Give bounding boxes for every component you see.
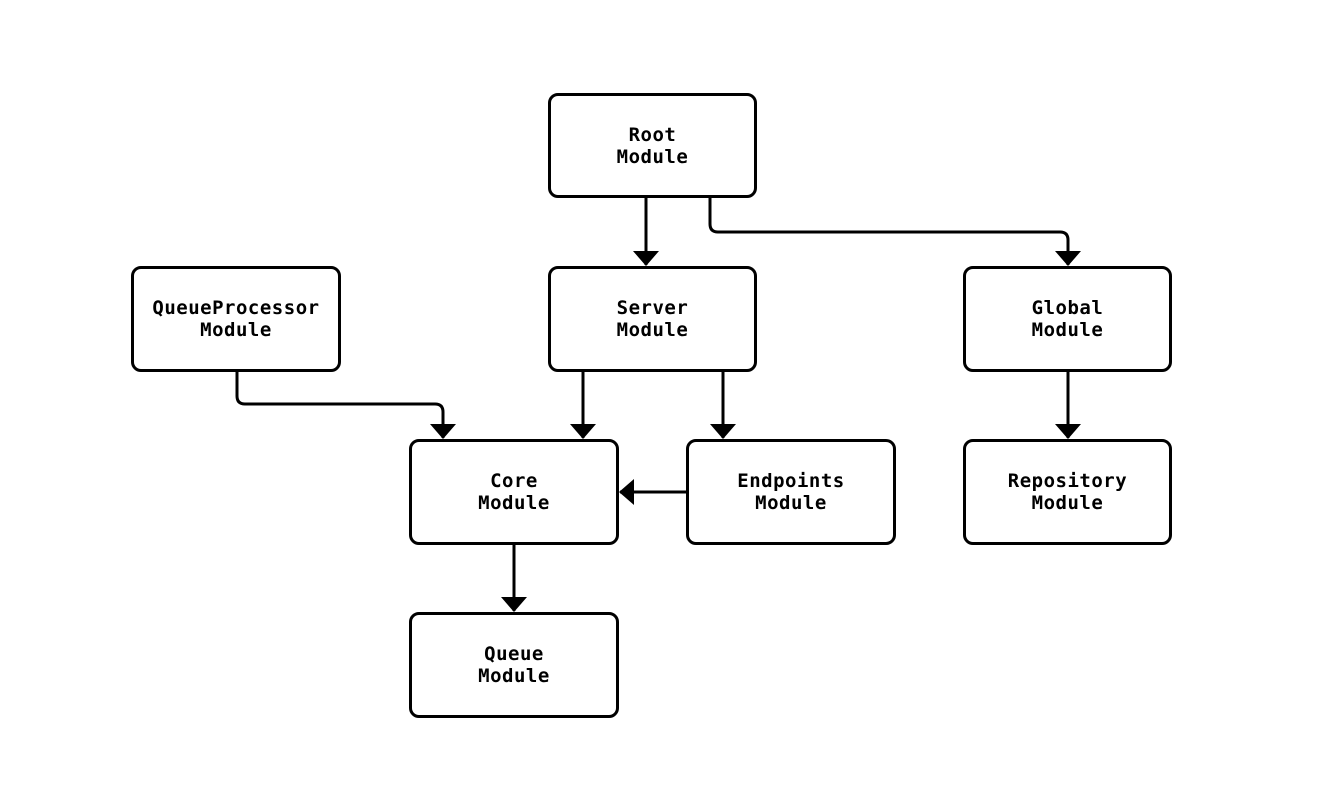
node-repository-module: Repository Module <box>963 439 1172 545</box>
node-server-module: Server Module <box>548 266 757 372</box>
node-global-module: Global Module <box>963 266 1172 372</box>
node-label: Endpoints Module <box>737 470 845 514</box>
edge-root-global <box>708 198 1081 266</box>
node-label: Core Module <box>478 470 550 514</box>
node-endpoints-module: Endpoints Module <box>686 439 896 545</box>
edges-group <box>235 198 1081 612</box>
node-root-module: Root Module <box>548 93 757 198</box>
edge-queueprocessor-core <box>235 372 456 439</box>
node-queue-module: Queue Module <box>409 612 619 718</box>
node-label: Server Module <box>616 297 689 341</box>
node-label: Root Module <box>616 123 689 168</box>
node-label: Global Module <box>1031 297 1104 341</box>
node-label: Repository Module <box>1007 470 1128 514</box>
node-label: QueueProcessor Module <box>152 297 320 341</box>
node-label: Queue Module <box>478 643 550 687</box>
node-queueprocessor-module: QueueProcessor Module <box>131 266 341 372</box>
node-core-module: Core Module <box>409 439 619 545</box>
